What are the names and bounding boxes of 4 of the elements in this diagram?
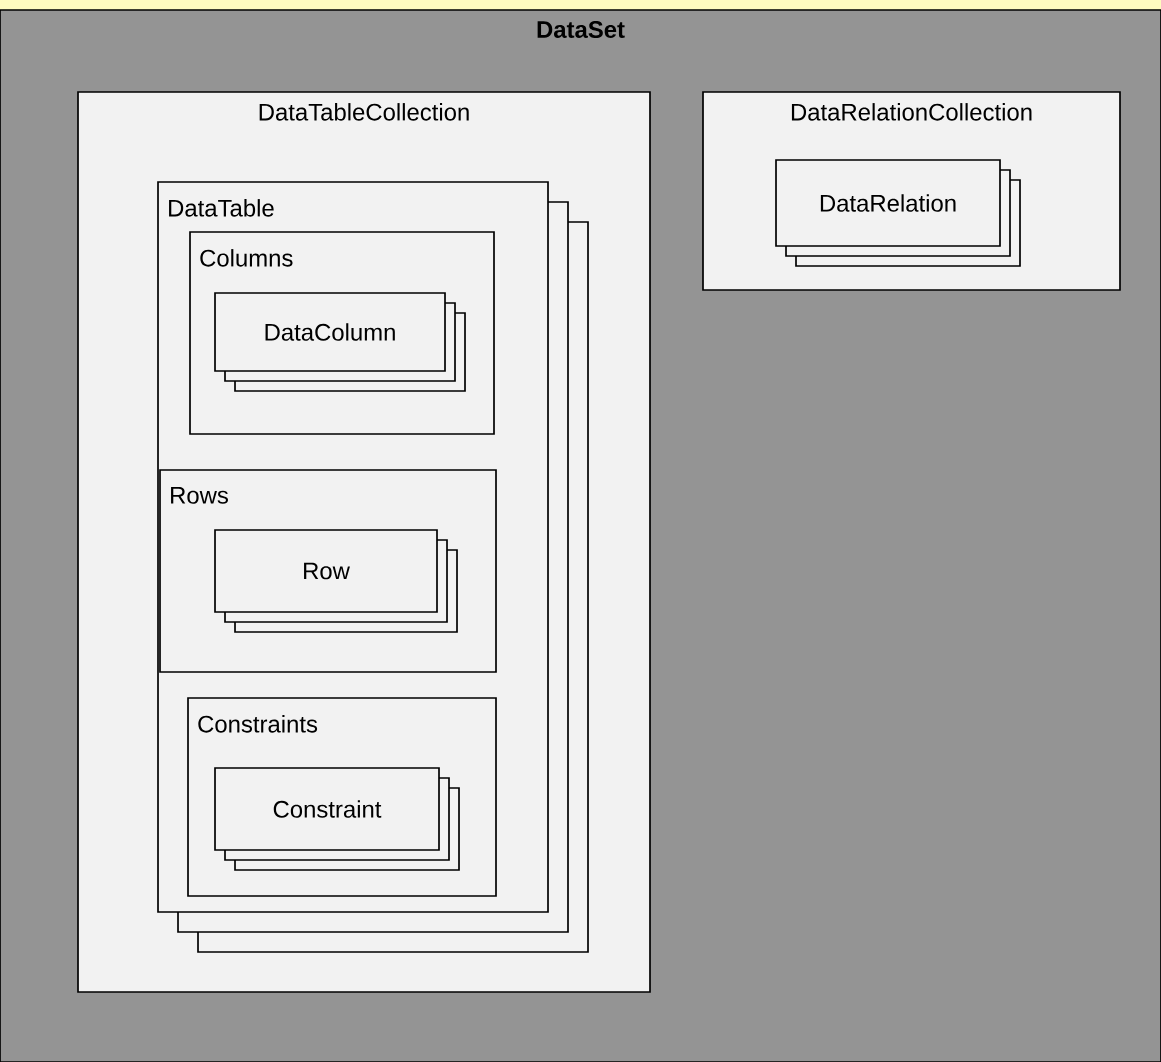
item-box: DataColumn <box>214 292 466 392</box>
item-box: Row <box>214 529 458 633</box>
item-box: Constraint <box>214 767 460 871</box>
item-box: DataRelation <box>775 159 1021 267</box>
